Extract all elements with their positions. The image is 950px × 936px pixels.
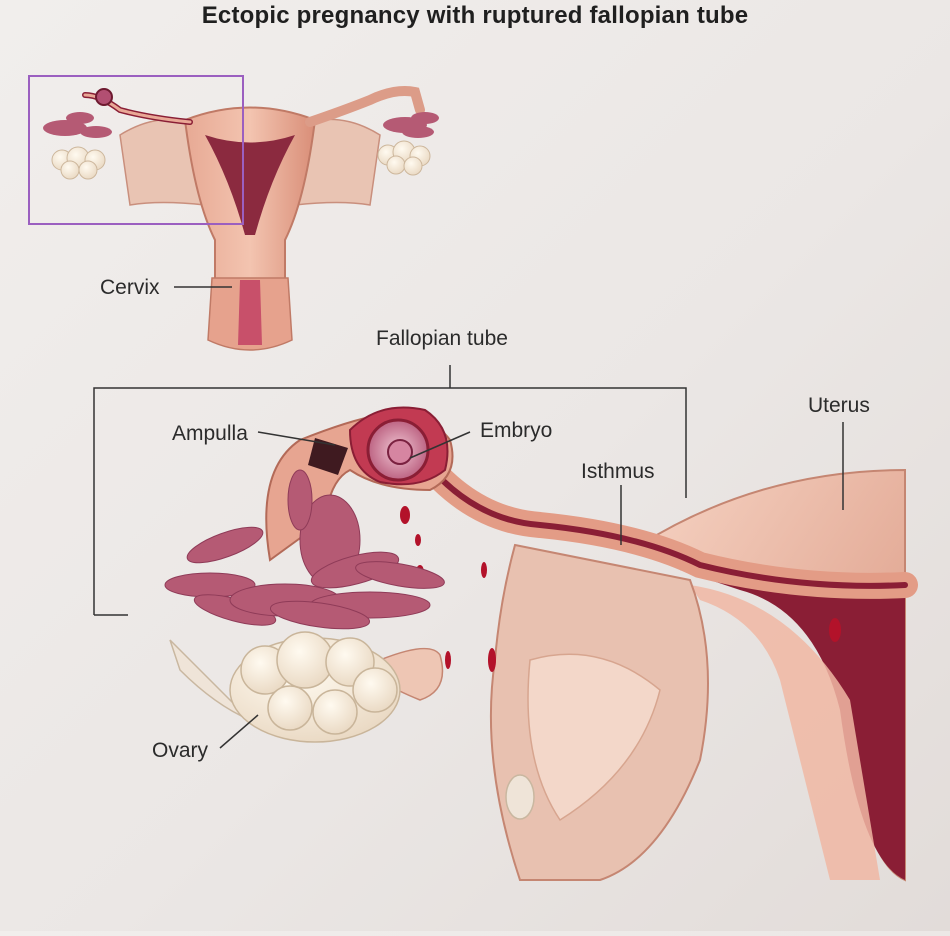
label-embryo: Embryo	[480, 419, 553, 442]
inset-fimbriae-left	[43, 112, 112, 138]
uterus-inner-layer	[690, 585, 880, 880]
leader-lines	[93, 365, 844, 749]
inset-ovary-right	[377, 140, 431, 176]
fallopian-tube-lumen	[417, 452, 908, 589]
uterus-cavity	[680, 570, 905, 880]
figure-title: Ectopic pregnancy with ruptured fallopia…	[201, 2, 749, 29]
inset-cervical-canal	[238, 280, 262, 345]
fallopian-tube-bracket	[93, 387, 687, 615]
inset-embryo	[95, 88, 113, 106]
inset-fallopian-tube-left-inner	[83, 93, 192, 124]
ampulla-leader	[257, 431, 336, 446]
fimbriae	[164, 469, 445, 630]
embryo	[387, 439, 413, 465]
label-fallopian-tube: Fallopian tube	[376, 327, 508, 350]
label-cervix: Cervix	[100, 276, 160, 299]
round-ligament	[505, 774, 535, 820]
inset-fimbriae-right	[383, 112, 439, 138]
label-ampulla: Ampulla	[172, 422, 248, 445]
inset-overview	[28, 75, 439, 351]
inset-highlight-frame	[28, 75, 244, 225]
label-uterus: Uterus	[808, 394, 870, 417]
ampulla-dark-band	[308, 438, 348, 475]
ovary-leader	[219, 714, 259, 749]
ovary	[229, 631, 401, 743]
embryo-leader	[409, 431, 471, 459]
main-illustration	[93, 365, 918, 882]
inset-fallopian-tube-right	[305, 86, 425, 127]
inset-ovary-left	[51, 146, 106, 180]
label-ovary: Ovary	[152, 739, 209, 762]
label-isthmus: Isthmus	[581, 460, 655, 483]
broad-ligament-fold	[527, 653, 661, 822]
inset-uterine-cavity	[205, 135, 295, 235]
